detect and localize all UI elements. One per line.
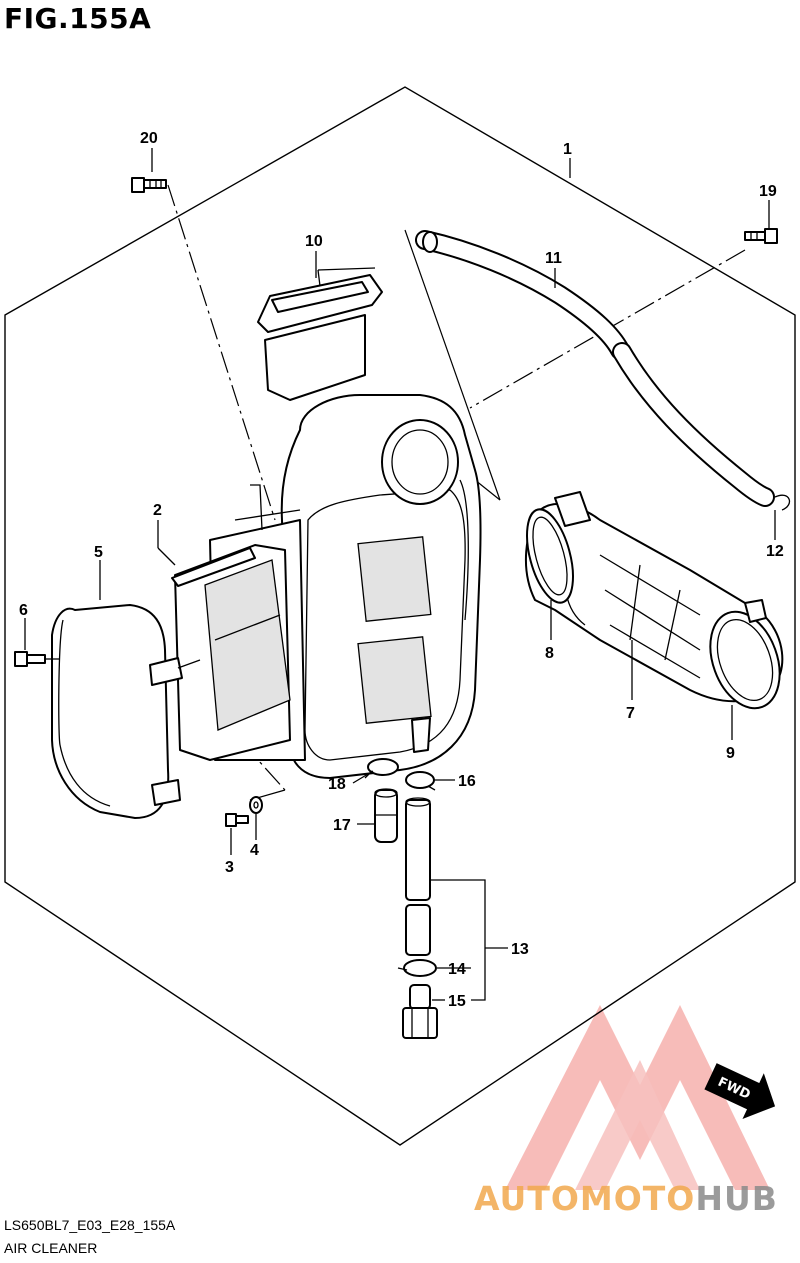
clamp-14-icon [397, 959, 437, 977]
intake-duct-10-icon [257, 267, 383, 401]
callout-2: 2 [153, 502, 162, 519]
callout-5: 5 [94, 544, 103, 561]
callout-17: 17 [333, 817, 351, 834]
breather-hose-11-icon [415, 230, 775, 507]
callout-18: 18 [328, 776, 346, 793]
callout-19: 19 [759, 183, 777, 200]
drain-hose-upper-icon [405, 797, 431, 901]
callout-20: 20 [140, 130, 158, 147]
callout-11: 11 [545, 250, 562, 267]
watermark-text-part2: HUB [695, 1179, 778, 1218]
bolt-19-icon [744, 228, 778, 244]
cleaner-cover-5-icon [51, 604, 201, 819]
callout-4: 4 [250, 842, 259, 859]
callout-9: 9 [726, 745, 735, 762]
svg-text:AUTOMOTOHUB: AUTOMOTOHUB [474, 1179, 778, 1218]
callout-14: 14 [448, 961, 466, 978]
callout-labels: 1 2 3 4 5 6 7 8 9 10 11 12 13 14 15 16 1… [19, 130, 784, 1010]
clamp-9-icon [709, 599, 781, 710]
callout-16: 16 [458, 773, 476, 790]
screw-6-icon [14, 651, 60, 667]
cap-17-icon [374, 788, 398, 843]
clamp-16-icon [405, 771, 436, 791]
leader-lines [24, 148, 776, 1001]
plug-15-icon [402, 984, 438, 1039]
figure-title: FIG.155A [4, 2, 152, 35]
callout-7: 7 [626, 705, 635, 722]
drain-hose-lower-icon [405, 904, 431, 956]
model-code: LS650BL7_E03_E28_155A [4, 1217, 176, 1233]
bolt-20-icon [131, 177, 167, 193]
callout-8: 8 [545, 645, 554, 662]
callout-3: 3 [225, 859, 234, 876]
callout-15: 15 [448, 993, 466, 1010]
screw-3-icon [225, 813, 249, 827]
clip-12-icon [774, 494, 791, 511]
washer-4-icon [249, 796, 263, 814]
filter-element-2-icon [171, 544, 291, 761]
watermark-text: AUTOMOTOHUB [474, 1179, 778, 1218]
callout-13: 13 [511, 941, 529, 958]
clamp-8-icon [526, 491, 591, 604]
section-name: AIR CLEANER [4, 1240, 98, 1256]
watermark-text-part1: AUTOMOTO [474, 1179, 695, 1218]
callout-1: 1 [563, 141, 572, 158]
callout-10: 10 [305, 233, 323, 250]
watermark-logo [505, 1005, 770, 1190]
clamp-18-icon [364, 758, 399, 779]
callout-6: 6 [19, 602, 28, 619]
assembly-boundary [4, 86, 796, 1146]
callout-12: 12 [766, 543, 784, 560]
